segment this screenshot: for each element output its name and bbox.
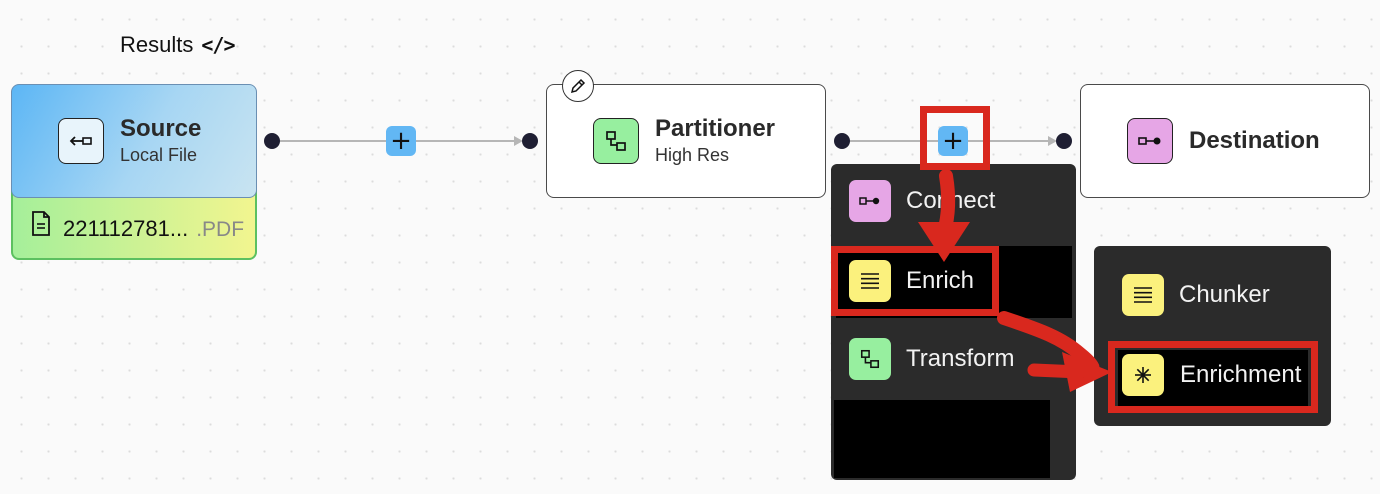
add-node-button[interactable]: +	[386, 126, 416, 156]
partitioner-output-port[interactable]	[834, 133, 850, 149]
redacted-block	[834, 400, 1050, 478]
menu-item-label: Transform	[906, 345, 1015, 372]
source-arrow-icon	[58, 118, 104, 164]
add-node-button-active[interactable]: +	[938, 126, 968, 156]
lines-icon	[849, 260, 891, 302]
destination-title: Destination	[1189, 126, 1320, 154]
menu-item-label: Enrichment	[1180, 361, 1302, 388]
results-label: Results	[120, 32, 194, 57]
asterisk-icon	[1122, 354, 1164, 396]
submenu-item-enrichment-content[interactable]: Enrichment	[1122, 354, 1301, 396]
partitioner-input-port[interactable]	[522, 133, 538, 149]
destination-input-port[interactable]	[1056, 133, 1072, 149]
source-subtitle: Local File	[120, 144, 198, 165]
submenu-item-chunker[interactable]: Chunker	[1122, 274, 1270, 316]
source-title: Source	[120, 115, 202, 143]
menu-item-transform[interactable]: Transform	[849, 338, 1014, 380]
menu-item-label: Enrich	[906, 267, 975, 294]
edit-pencil-icon[interactable]	[562, 70, 594, 102]
menu-item-connect[interactable]: Connect	[849, 180, 995, 222]
code-view-icon[interactable]: </>	[201, 33, 235, 57]
source-node[interactable]: 221112781... .PDF Source Local File	[11, 84, 257, 260]
connector-arrow-icon	[1048, 136, 1057, 146]
partitioner-node[interactable]: Partitioner High Res	[546, 84, 826, 198]
destination-node[interactable]: Destination	[1080, 84, 1370, 198]
menu-item-enrich-content[interactable]: Enrich	[849, 260, 974, 302]
menu-item-label: Connect	[906, 187, 996, 214]
partitioner-subtitle: High Res	[655, 144, 730, 165]
file-name: 221112781...	[63, 216, 189, 241]
results-header: Results </>	[120, 32, 235, 58]
lines-icon	[1122, 274, 1164, 316]
transform-icon	[849, 338, 891, 380]
source-card[interactable]: Source Local File	[11, 84, 257, 198]
menu-item-label: Chunker	[1179, 281, 1270, 308]
transform-icon	[593, 118, 639, 164]
file-extension: .PDF	[196, 218, 245, 241]
file-icon	[31, 211, 51, 242]
connect-icon	[849, 180, 891, 222]
partitioner-title: Partitioner	[655, 115, 776, 143]
connect-icon	[1127, 118, 1173, 164]
connector-arrow-icon	[514, 136, 523, 146]
source-output-port[interactable]	[264, 133, 280, 149]
